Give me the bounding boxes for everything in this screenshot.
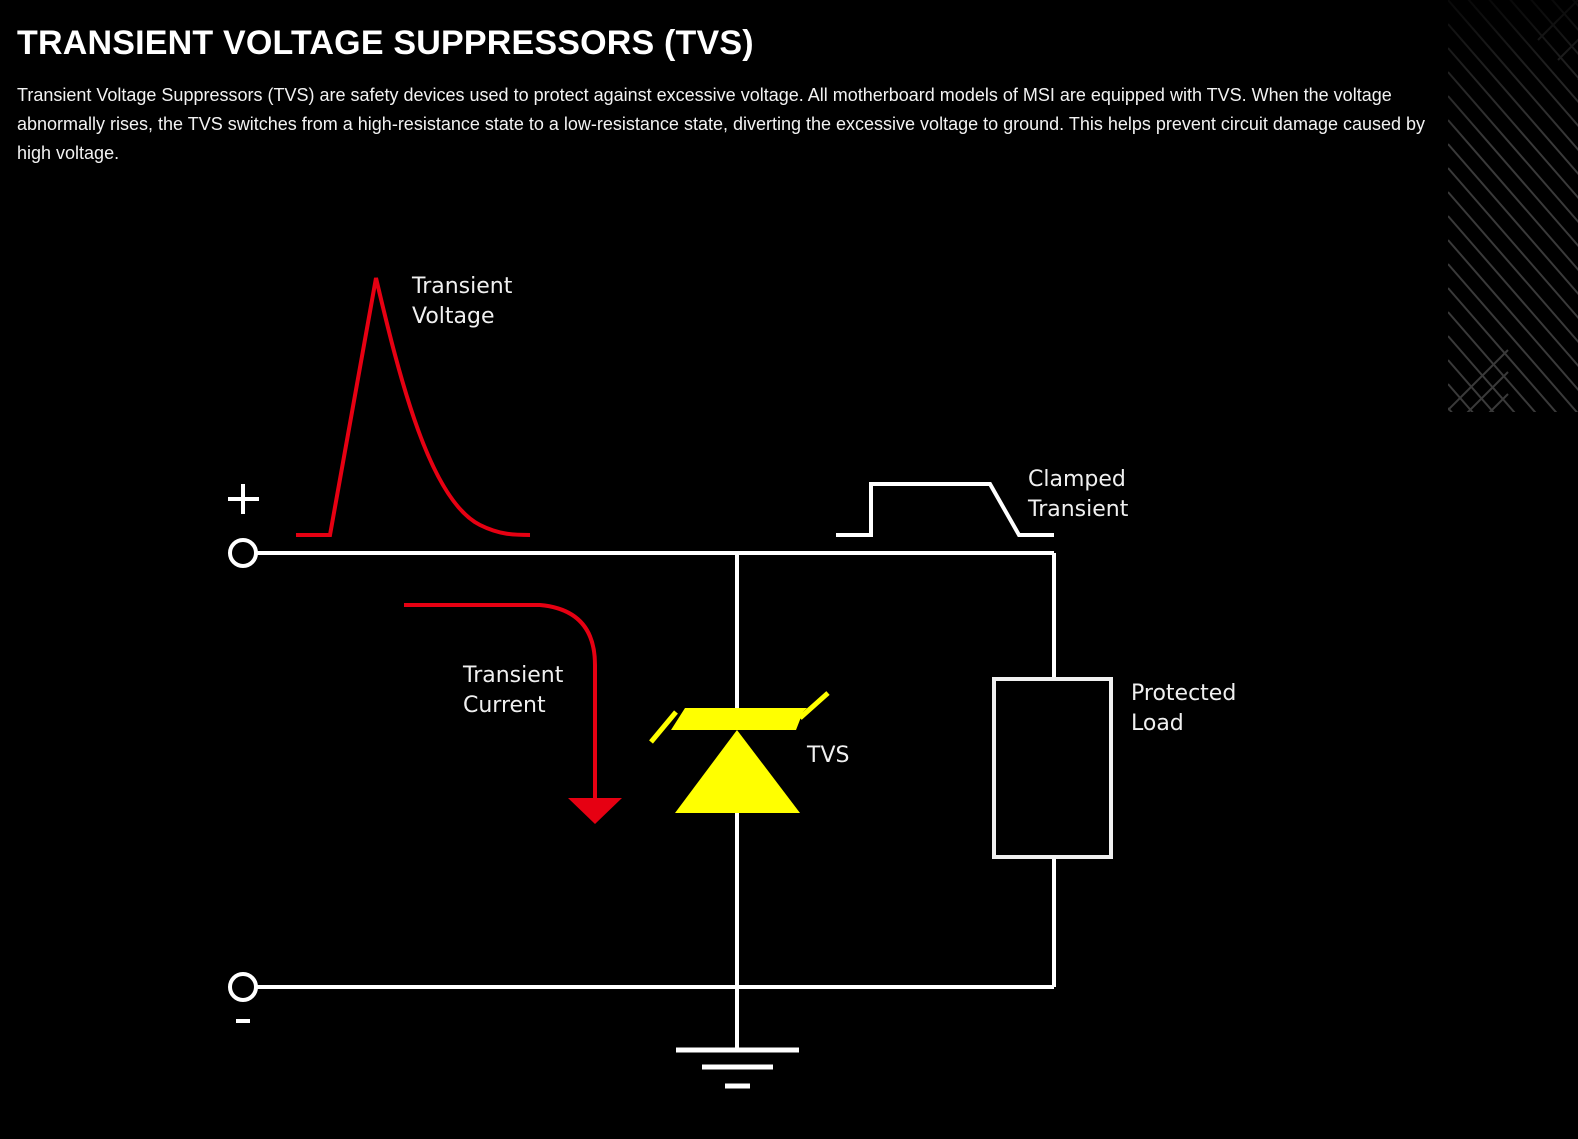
arrow-head-icon	[568, 798, 622, 824]
diagonal-stripes-decoration	[1448, 0, 1578, 412]
page-title: TRANSIENT VOLTAGE SUPPRESSORS (TVS)	[17, 24, 754, 62]
spike-waveform-icon	[296, 277, 531, 537]
clamped-waveform-icon	[836, 482, 1054, 537]
resistor-box-icon	[992, 677, 1113, 859]
clamped-transient-label: Clamped Transient	[1027, 467, 1133, 522]
ground-icon	[676, 1047, 799, 1089]
negative-terminal-icon	[228, 972, 258, 1002]
arrow-down-icon	[404, 603, 597, 800]
plus-sign-icon	[228, 484, 259, 514]
protected-load-label: Protected Load	[1131, 681, 1243, 736]
tvs-diode-icon	[649, 691, 830, 813]
positive-terminal-icon	[228, 538, 258, 568]
circuit-wires	[257, 551, 1056, 1050]
transient-current-label: Transient Current	[462, 663, 570, 718]
transient-voltage-label: Transient Voltage	[411, 274, 519, 329]
tvs-label: TVS	[806, 743, 849, 768]
page-description: Transient Voltage Suppressors (TVS) are …	[17, 85, 1426, 163]
